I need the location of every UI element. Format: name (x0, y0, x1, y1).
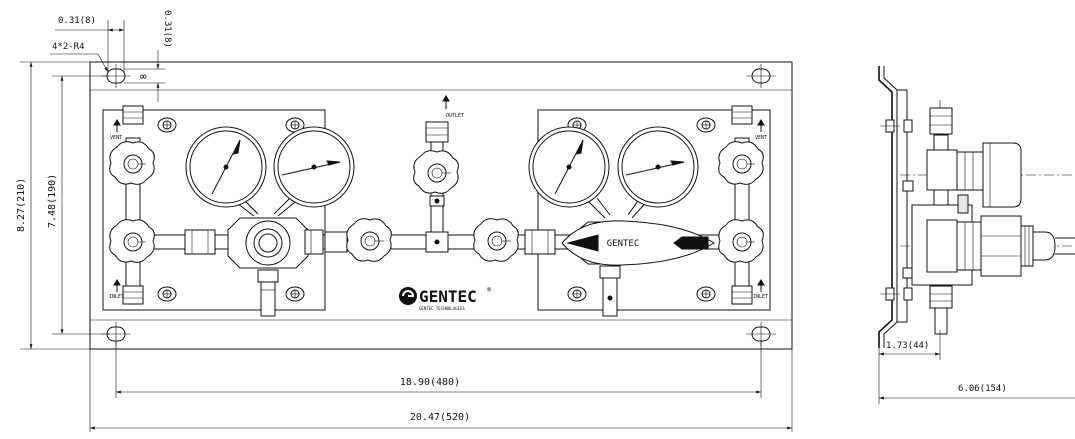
logo-mark: ® (487, 286, 492, 294)
screw-6 (696, 117, 716, 133)
dim-hole-height: 0.31(8) (162, 10, 172, 48)
dim-slots: 4*2-R4 (52, 42, 85, 52)
vent-label-left: VENT (110, 135, 122, 141)
valve-knob-right-top (718, 141, 764, 185)
dim-slot-mark: ∞ (140, 70, 147, 83)
screw-4 (285, 286, 305, 302)
inlet-label-right: INLET (753, 294, 768, 300)
logo-text: GENTEC (419, 287, 477, 306)
regulator-brand-label: GENTEC (607, 239, 640, 249)
dimension-lines: 0.31(8) 4*2-R4 0.31(8) ∞ 8.27(210) 7.48(… (16, 10, 793, 432)
pressure-gauge-3 (528, 126, 610, 208)
right-subpanel (537, 109, 771, 311)
side-screw-bottom (880, 287, 913, 301)
side-view: 1.73(44) 6.06(154) (878, 66, 1075, 404)
valve-knob-left-bottom (109, 219, 155, 263)
mounting-plate (89, 61, 793, 350)
mounting-slot-top-right (746, 64, 776, 88)
dim-overall-width: 20.47(520) (410, 412, 470, 423)
left-regulator (185, 126, 355, 317)
screw-3 (157, 286, 177, 302)
valve-knob-right-bottom (718, 219, 764, 263)
inlet-label-left: INLET (109, 294, 124, 300)
valve-knob-center-left (346, 218, 392, 262)
valve-knob-center-right (473, 218, 519, 262)
right-regulator: GENTEC (528, 126, 715, 317)
logo-tagline: GENTEC TECHNOLOGIES (419, 306, 465, 311)
dim-hole-spacing-horizontal: 18.90(480) (400, 377, 460, 388)
screw-7 (567, 286, 587, 302)
vent-label-right: VENT (755, 135, 767, 141)
dim-overall-height: 8.27(210) (16, 178, 27, 232)
pressure-gauge-1 (185, 126, 267, 208)
outlet-label: OUTLET (446, 113, 464, 119)
front-view: VENT INLET VENT INLET (89, 61, 793, 350)
dim-side-offset: 1.73(44) (886, 341, 929, 351)
screw-8 (696, 286, 716, 302)
dim-hole-width: 0.31(8) (58, 16, 96, 26)
dim-side-depth: 6.06(154) (958, 384, 1007, 394)
side-screw-top (880, 119, 913, 133)
valve-knob-left-top (109, 141, 155, 185)
pressure-gauge-4 (617, 126, 699, 208)
pressure-gauge-2 (273, 126, 355, 208)
left-subpanel (102, 109, 326, 311)
screw-1 (157, 117, 177, 133)
dim-hole-spacing-vertical: 7.48(190) (47, 174, 58, 228)
screw-2 (285, 117, 305, 133)
brand-logo: GENTEC ® GENTEC TECHNOLOGIES (399, 286, 492, 311)
outlet-valve (413, 121, 459, 207)
